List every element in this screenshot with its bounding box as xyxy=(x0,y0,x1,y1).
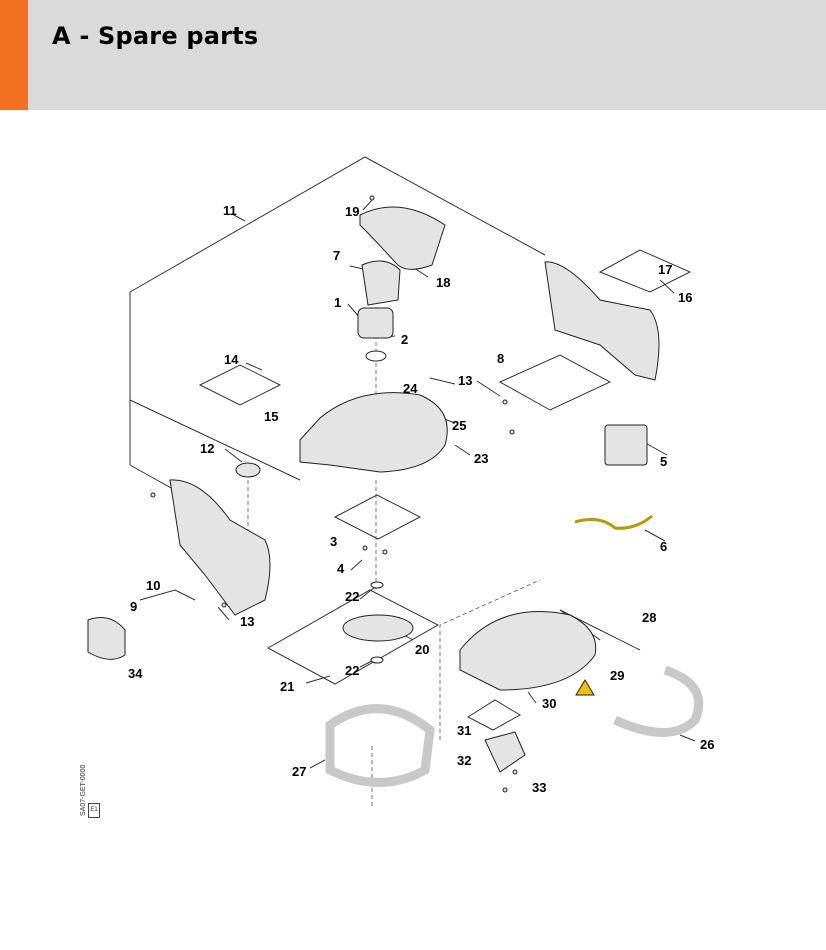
main-housing-part xyxy=(299,392,448,473)
label-34: 34 xyxy=(128,666,143,681)
ring-part xyxy=(365,350,387,362)
label-22-upper: 22 xyxy=(345,589,359,604)
tube-part xyxy=(613,665,704,737)
top-cover-part xyxy=(359,206,446,270)
label-18: 18 xyxy=(436,275,450,290)
bracket-32-part xyxy=(484,731,526,773)
label-13-upper: 13 xyxy=(458,373,472,388)
label-22-lower: 22 xyxy=(345,663,359,678)
label-1: 1 xyxy=(334,295,341,310)
label-13-lower: 13 xyxy=(240,614,254,629)
label-31: 31 xyxy=(457,723,471,738)
label-30: 30 xyxy=(542,696,556,711)
motor-part xyxy=(357,307,394,339)
label-28: 28 xyxy=(642,610,656,625)
exploded-parts-diagram: 1 2 3 4 5 6 7 8 9 10 11 12 13 13 14 15 1… xyxy=(80,155,746,820)
label-4: 4 xyxy=(337,561,345,576)
label-6: 6 xyxy=(660,539,667,554)
label-10: 10 xyxy=(146,578,160,593)
label-20: 20 xyxy=(415,642,429,657)
cable-part xyxy=(574,514,653,530)
label-21: 21 xyxy=(280,679,294,694)
fan-part xyxy=(342,614,414,642)
label-12: 12 xyxy=(200,441,214,456)
label-33: 33 xyxy=(532,780,546,795)
cap-part xyxy=(235,462,261,478)
electronics-module xyxy=(604,424,648,466)
label-15: 15 xyxy=(264,409,278,424)
battery-part xyxy=(87,617,126,660)
guard-ring-part xyxy=(325,704,435,787)
label-3: 3 xyxy=(330,534,337,549)
label-23: 23 xyxy=(474,451,488,466)
label-7: 7 xyxy=(333,248,340,263)
label-8: 8 xyxy=(497,351,504,366)
label-27: 27 xyxy=(292,764,306,779)
volute-part xyxy=(459,611,597,691)
mount-plate-3 xyxy=(333,494,422,540)
label-9: 9 xyxy=(130,599,137,614)
bracket-11 xyxy=(129,156,546,293)
label-32: 32 xyxy=(457,753,471,768)
page-title: A - Spare parts xyxy=(52,22,259,50)
header-band xyxy=(0,0,826,110)
label-16: 16 xyxy=(678,290,692,305)
label-24: 24 xyxy=(403,381,418,396)
label-14: 14 xyxy=(224,352,239,367)
motor-housing-part xyxy=(361,260,401,306)
label-26: 26 xyxy=(700,737,714,752)
drawing-code-box: E1 xyxy=(88,803,100,818)
label-5: 5 xyxy=(660,454,667,469)
label-25: 25 xyxy=(452,418,466,433)
label-29: 29 xyxy=(610,668,624,683)
handle-housing-right xyxy=(544,261,660,381)
handle-housing-left xyxy=(169,479,271,616)
section-accent-tab xyxy=(0,0,28,110)
label-2: 2 xyxy=(401,332,408,347)
label-17: 17 xyxy=(658,262,672,277)
warning-label xyxy=(575,679,595,696)
label-11: 11 xyxy=(223,203,237,218)
label-19: 19 xyxy=(345,204,359,219)
